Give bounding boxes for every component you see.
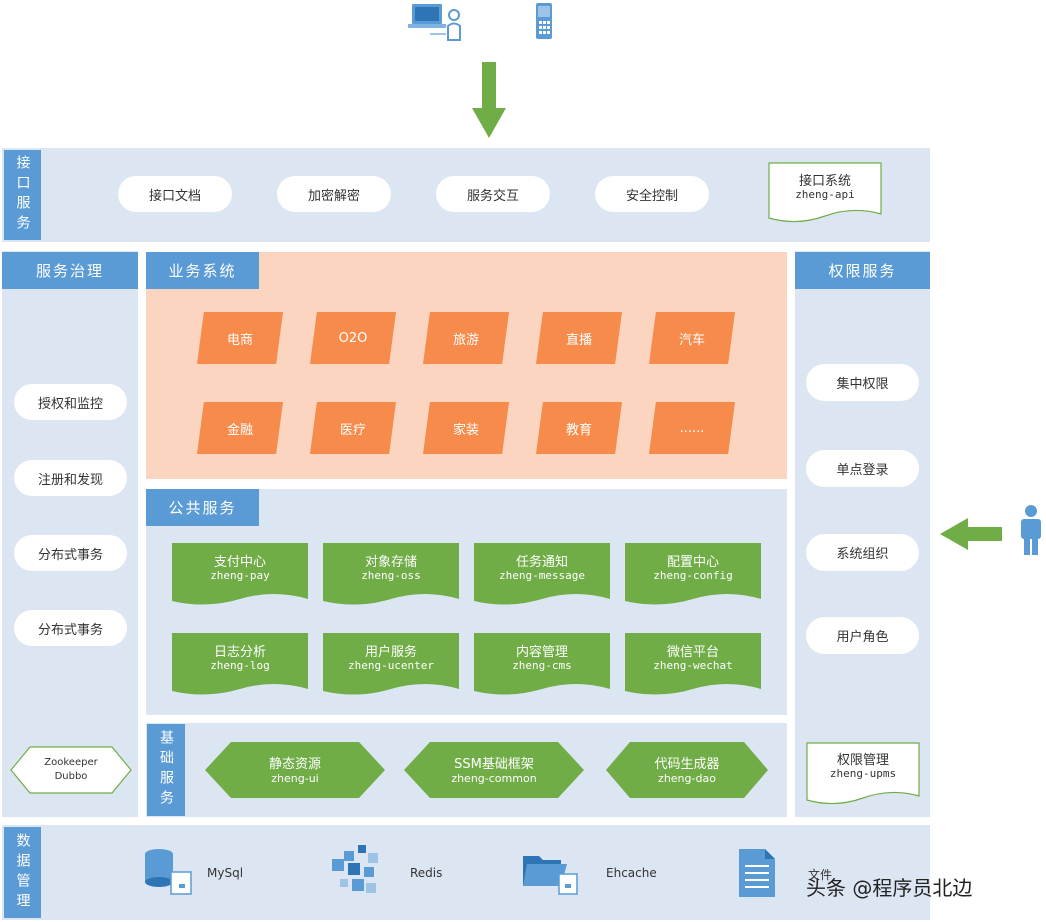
governance-item-transaction-2: 分布式事务 [14, 610, 127, 646]
permission-system-code: zheng-upms [829, 767, 897, 780]
governance-item-transaction-1: 分布式事务 [14, 535, 127, 571]
file-icon [738, 848, 776, 898]
business-item-travel: 旅游 [423, 312, 509, 364]
business-item-live: 直播 [536, 312, 622, 364]
common-item-pay: 支付中心 zheng-pay [172, 543, 308, 609]
common-item-oss-name: 对象存储 [364, 555, 417, 570]
data-item-mysql: MySql [207, 866, 244, 880]
interface-item-crypto: 加密解密 [277, 176, 391, 212]
business-item-o2o: O2O [310, 312, 396, 364]
permission-system-doc: 权限管理 zheng-upms [806, 742, 920, 806]
common-item-cms: 内容管理 zheng-cms [474, 633, 610, 699]
interface-item-exchange: 服务交互 [436, 176, 550, 212]
left-arrow-icon [940, 518, 1004, 550]
base-item-dao-name: 代码生成器 [654, 757, 720, 772]
common-item-config: 配置中心 zheng-config [625, 543, 761, 609]
common-item-config-code: zheng-config [653, 569, 733, 582]
common-item-config-name: 配置中心 [666, 555, 719, 570]
interface-item-doc: 接口文档 [118, 176, 232, 212]
data-item-ehcache: Ehcache [606, 866, 657, 880]
business-item-medical: 医疗 [310, 402, 396, 454]
common-item-ucenter-name: 用户服务 [364, 645, 417, 660]
base-item-dao-code: zheng-dao [658, 772, 716, 785]
permission-system-name: 权限管理 [836, 753, 889, 768]
common-item-oss-code: zheng-oss [361, 569, 421, 582]
common-item-ucenter: 用户服务 zheng-ucenter [323, 633, 459, 699]
permission-item-role: 用户角色 [806, 617, 919, 654]
common-item-wechat-code: zheng-wechat [653, 659, 733, 672]
base-item-common-name: SSM基础框架 [454, 757, 534, 772]
watermark-text: 头条 @程序员北边 [806, 876, 973, 900]
business-item-ecommerce: 电商 [197, 312, 283, 364]
base-item-ui: 静态资源 zheng-ui [205, 742, 385, 798]
business-header: 业务系统 [146, 252, 259, 289]
base-item-dao: 代码生成器 zheng-dao [606, 742, 768, 798]
governance-panel [2, 251, 138, 817]
interface-header: 接口服务 [4, 150, 41, 240]
down-arrow-icon [472, 62, 506, 138]
mobile-phone-icon [534, 2, 554, 40]
common-item-cms-code: zheng-cms [512, 659, 572, 672]
dubbo-label: Dubbo [54, 771, 88, 782]
common-item-cms-name: 内容管理 [515, 645, 568, 660]
data-header: 数据管理 [4, 827, 41, 918]
base-item-common-code: zheng-common [451, 772, 537, 785]
governance-header: 服务治理 [2, 252, 138, 289]
common-item-message: 任务通知 zheng-message [474, 543, 610, 609]
data-panel [2, 825, 930, 920]
governance-item-monitor: 授权和监控 [14, 384, 127, 420]
base-item-ui-name: 静态资源 [268, 757, 321, 772]
permission-item-central: 集中权限 [806, 364, 919, 401]
common-item-log-code: zheng-log [210, 659, 270, 672]
folder-icon [521, 850, 579, 896]
business-item-finance: 金融 [197, 402, 283, 454]
permission-item-org: 系统组织 [806, 534, 919, 571]
business-item-auto: 汽车 [649, 312, 735, 364]
common-item-oss: 对象存储 zheng-oss [323, 543, 459, 609]
common-item-message-code: zheng-message [498, 569, 586, 582]
common-header: 公共服务 [146, 489, 259, 526]
governance-item-discovery: 注册和发现 [14, 460, 127, 496]
zookeeper-label: Zookeeper [44, 757, 98, 768]
permission-item-sso: 单点登录 [806, 450, 919, 487]
interface-item-security: 安全控制 [595, 176, 709, 212]
user-icon [1018, 504, 1044, 556]
business-item-education: 教育 [536, 402, 622, 454]
interface-system-name: 接口系统 [798, 174, 851, 189]
data-item-file: 文件 [808, 868, 833, 882]
common-item-pay-code: zheng-pay [210, 569, 270, 582]
common-item-pay-name: 支付中心 [213, 555, 266, 570]
zookeeper-dubbo-hex: Zookeeper Dubbo [10, 746, 132, 794]
laptop-user-icon [408, 2, 464, 42]
common-item-message-name: 任务通知 [515, 555, 568, 570]
base-header: 基础服务 [147, 724, 185, 816]
common-item-wechat-name: 微信平台 [666, 645, 719, 660]
redis-icon [330, 845, 382, 897]
permission-header: 权限服务 [795, 252, 930, 289]
business-item-home: 家装 [423, 402, 509, 454]
common-item-wechat: 微信平台 zheng-wechat [625, 633, 761, 699]
common-item-log-name: 日志分析 [213, 645, 266, 660]
base-item-common: SSM基础框架 zheng-common [404, 742, 584, 798]
common-item-log: 日志分析 zheng-log [172, 633, 308, 699]
data-item-redis: Redis [410, 866, 443, 880]
common-item-ucenter-code: zheng-ucenter [347, 659, 435, 672]
interface-system-code: zheng-api [795, 188, 855, 201]
base-item-ui-code: zheng-ui [271, 772, 319, 785]
business-item-more: ...... [649, 402, 735, 454]
interface-system-doc: 接口系统 zheng-api [768, 162, 882, 224]
database-icon [143, 848, 195, 896]
